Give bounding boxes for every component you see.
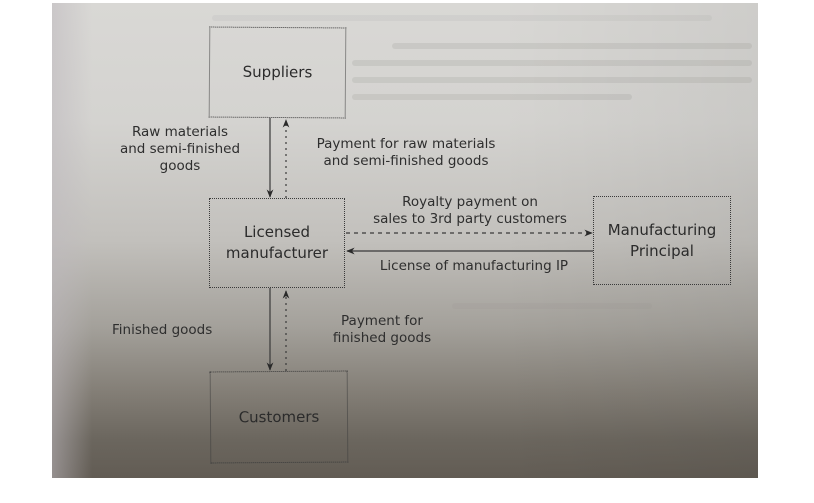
label-finished-goods-text: Finished goods — [112, 322, 213, 338]
label-raw-materials-line1: Raw materials — [131, 124, 229, 140]
bleed-through-line — [352, 60, 752, 66]
label-payment-raw-materials: Payment for raw materials and semi-finis… — [296, 136, 516, 170]
book-page-photo — [52, 3, 758, 478]
label-royalty-payment: Royalty payment on sales to 3rd party cu… — [352, 194, 588, 228]
label-payment-finished-goods-line1: Payment for — [341, 313, 423, 329]
node-licensed-manufacturer-line2: manufacturer — [225, 244, 329, 262]
label-raw-materials: Raw materials and semi-finished goods — [100, 124, 260, 175]
label-raw-materials-line3: goods — [159, 158, 201, 174]
label-payment-raw-materials-line2: and semi-finished goods — [323, 153, 489, 169]
bleed-through-line — [452, 303, 652, 309]
label-payment-finished-goods: Payment for finished goods — [316, 313, 448, 347]
bleed-through-line — [352, 94, 632, 100]
node-licensed-manufacturer-line1: Licensed — [243, 223, 311, 241]
node-manufacturing-principal-line1: Manufacturing — [607, 220, 717, 239]
label-finished-goods: Finished goods — [112, 322, 252, 339]
label-raw-materials-line2: and semi-finished — [119, 141, 241, 157]
bleed-through-line — [212, 15, 712, 21]
page-shading — [498, 3, 758, 478]
bleed-through-line — [352, 77, 752, 83]
label-license-ip-text: License of manufacturing IP — [379, 258, 569, 274]
node-licensed-manufacturer: Licensed manufacturer — [209, 198, 345, 288]
label-payment-finished-goods-line2: finished goods — [332, 330, 432, 346]
node-manufacturing-principal-line2: Principal — [630, 241, 694, 260]
label-royalty-payment-line1: Royalty payment on — [402, 194, 538, 210]
label-royalty-payment-line2: sales to 3rd party customers — [373, 211, 567, 227]
bleed-through-line — [392, 43, 752, 49]
node-manufacturing-principal: Manufacturing Principal — [593, 196, 731, 285]
label-payment-raw-materials-line1: Payment for raw materials — [316, 136, 496, 152]
label-license-ip: License of manufacturing IP — [352, 258, 596, 275]
